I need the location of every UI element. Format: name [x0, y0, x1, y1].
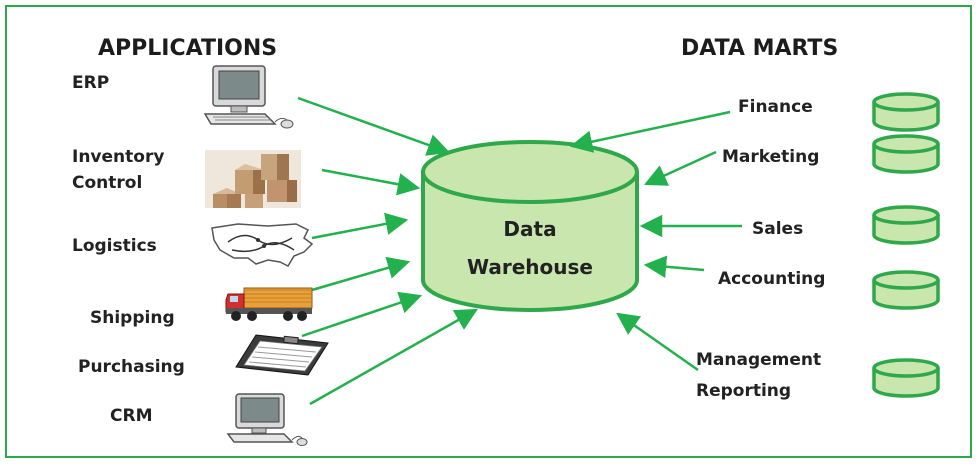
arrow-purchasing — [301, 291, 423, 338]
computer-icon — [203, 65, 294, 129]
data-warehouse-line2: Warehouse — [467, 255, 593, 279]
arrow-inventory — [321, 168, 421, 196]
computer-icon — [226, 393, 308, 446]
mart-label-marketing: Marketing — [722, 147, 820, 167]
arrow-crm — [309, 308, 478, 406]
arrow-finance — [569, 110, 731, 153]
app-label-crm: CRM — [110, 406, 153, 426]
app-label-inventory-line1: Inventory — [72, 147, 165, 167]
data-warehouse-line1: Data — [503, 217, 557, 241]
mart-label-management-line1: Management — [696, 350, 822, 370]
mart-label-management-line2: Reporting — [696, 381, 792, 401]
boxes-icon — [205, 150, 301, 208]
arrow-logistics — [311, 212, 409, 240]
database-cylinder-icon — [872, 92, 940, 132]
applications-heading: APPLICATIONS — [98, 36, 278, 61]
app-label-logistics: Logistics — [72, 236, 157, 256]
mart-label-sales: Sales — [752, 219, 804, 239]
usa-map-icon — [211, 223, 314, 267]
database-cylinder-icon — [872, 134, 940, 174]
data-warehouse-cylinder — [421, 140, 639, 312]
clipboard-icon — [235, 334, 329, 376]
data-mart-arrows — [569, 110, 742, 372]
arrow-accounting — [643, 255, 705, 278]
database-cylinder-icon — [872, 358, 940, 398]
arrow-erp — [297, 96, 451, 156]
mart-label-accounting: Accounting — [718, 269, 826, 289]
app-label-purchasing: Purchasing — [78, 357, 185, 377]
data-marts-heading: DATA MARTS — [681, 36, 839, 61]
arrow-marketing — [643, 150, 717, 186]
database-cylinder-icon — [872, 270, 940, 310]
diagram-border — [5, 5, 972, 458]
data-mart-cylinders — [872, 92, 940, 398]
app-label-inventory-line2: Control — [72, 173, 143, 193]
database-cylinder-icon — [872, 205, 940, 245]
arrow-shipping — [311, 256, 411, 292]
mart-label-finance: Finance — [738, 97, 813, 117]
arrow-management — [616, 312, 699, 372]
app-label-shipping: Shipping — [90, 308, 175, 328]
application-arrows — [297, 96, 478, 406]
app-label-erp: ERP — [72, 73, 110, 93]
truck-icon — [225, 287, 313, 321]
